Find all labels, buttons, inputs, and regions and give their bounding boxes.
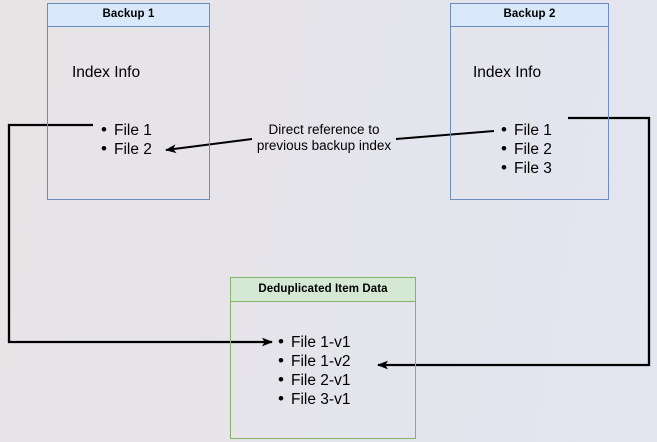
- backup-1-subtitle: Index Info: [72, 64, 141, 81]
- dedup-body: File 1-v1 File 1-v2 File 2-v1 File 3-v1: [230, 302, 416, 439]
- list-item: File 1-v1: [278, 332, 351, 352]
- node-deduplicated-item-data[interactable]: Deduplicated Item Data File 1-v1 File 1-…: [230, 277, 416, 439]
- backup-1-header: Backup 1: [47, 3, 210, 27]
- list-item: File 3: [501, 158, 552, 178]
- edge-label-line-1: Direct reference to: [268, 122, 380, 137]
- list-item: File 1: [101, 120, 152, 140]
- list-item: File 2: [501, 139, 552, 159]
- edge-label-direct-reference: Direct reference to previous backup inde…: [249, 122, 399, 154]
- backup-2-subtitle: Index Info: [473, 64, 542, 81]
- list-item: File 2: [101, 139, 152, 159]
- backup-2-header: Backup 2: [450, 3, 609, 27]
- edge-label-line-2: previous backup index: [256, 138, 392, 153]
- backup-1-file-list: File 1 File 2: [98, 120, 152, 159]
- list-item: File 1: [501, 120, 552, 140]
- backup-2-body: Index Info File 1 File 2 File 3: [450, 27, 609, 200]
- dedup-file-list: File 1-v1 File 1-v2 File 2-v1 File 3-v1: [275, 332, 351, 409]
- backup-1-body: Index Info File 1 File 2: [47, 27, 210, 200]
- dedup-header: Deduplicated Item Data: [230, 277, 416, 302]
- list-item: File 2-v1: [278, 370, 351, 390]
- node-backup-1[interactable]: Backup 1 Index Info File 1 File 2: [47, 3, 210, 200]
- list-item: File 1-v2: [278, 351, 351, 371]
- node-backup-2[interactable]: Backup 2 Index Info File 1 File 2 File 3: [450, 3, 609, 200]
- list-item: File 3-v1: [278, 389, 351, 409]
- backup-2-file-list: File 1 File 2 File 3: [498, 120, 552, 178]
